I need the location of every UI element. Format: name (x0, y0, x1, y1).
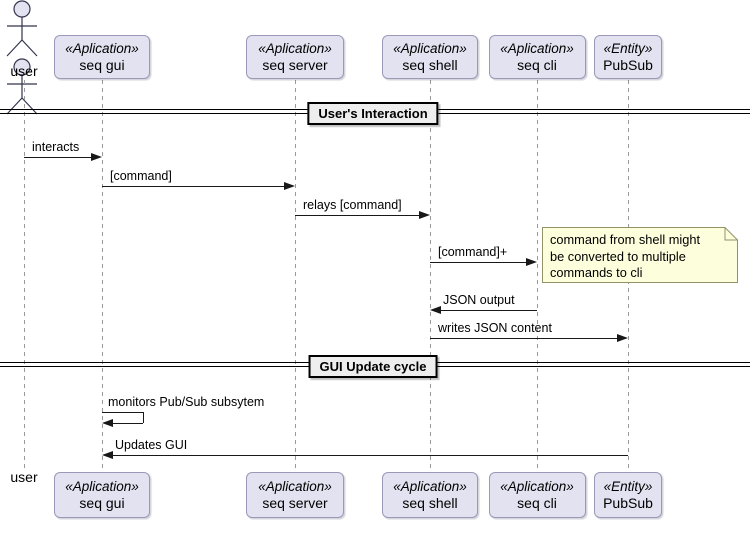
message-label: [command]+ (438, 245, 508, 259)
note-background (542, 227, 738, 283)
message-arrowhead (419, 211, 430, 219)
participant-name: PubSub (603, 57, 653, 73)
message-label: writes JSON content (438, 321, 552, 335)
message-arrowhead (284, 182, 295, 190)
participant-pubsub-top: «Entity»PubSub (594, 35, 662, 79)
message-arrowhead (430, 306, 441, 314)
actor-user-figure (0, 0, 44, 58)
message-label: [command] (110, 169, 172, 183)
lifeline-seq-server (295, 80, 296, 472)
participant-name: PubSub (603, 495, 653, 511)
participant-stereotype: «Entity» (603, 479, 653, 494)
participant-seq-shell-top: «Aplication»seq shell (382, 35, 478, 79)
participant-stereotype: «Entity» (603, 41, 653, 56)
message-monitors-pubsub-line (102, 412, 143, 414)
participant-name: seq gui (79, 57, 125, 73)
message-arrowhead (102, 419, 113, 427)
participant-name: seq cli (517, 495, 557, 511)
participant-name: seq server (262, 57, 328, 73)
message-updates-gui-line (112, 455, 628, 457)
message-label: Updates GUI (115, 438, 188, 452)
participant-pubsub-bottom: «Entity»PubSub (594, 472, 662, 518)
message-label: monitors Pub/Sub subsytem (108, 395, 265, 409)
actor-icon (6, 0, 38, 57)
message-monitors-pubsub-line (112, 423, 143, 425)
participant-name: seq cli (517, 57, 557, 73)
actor-user-label-top: user (10, 63, 38, 79)
participant-stereotype: «Aplication» (393, 479, 467, 494)
message-label: relays [command] (303, 198, 402, 212)
lifeline-seq-shell (430, 80, 431, 472)
note-fold-icon (724, 227, 738, 241)
message-json-output-line (440, 310, 537, 312)
participant-stereotype: «Aplication» (65, 41, 139, 56)
participant-seq-gui-bottom: «Aplication»seq gui (54, 472, 150, 518)
participant-name: seq shell (402, 495, 458, 511)
message-monitors-pubsub-line (143, 412, 145, 423)
message-arrowhead (102, 451, 113, 459)
actor-user-label-bottom: user (10, 469, 38, 485)
participant-seq-gui-top: «Aplication»seq gui (54, 35, 150, 79)
message-arrowhead (526, 258, 537, 266)
participant-stereotype: «Aplication» (65, 479, 139, 494)
message-writes-json-line (430, 338, 618, 340)
lifeline-user (24, 80, 25, 472)
participant-seq-cli-top: «Aplication»seq cli (488, 35, 586, 79)
lifeline-seq-gui (102, 80, 103, 472)
message-interacts-line (24, 157, 92, 159)
lifeline-seq-cli (537, 80, 538, 472)
participant-stereotype: «Aplication» (500, 41, 574, 56)
participant-seq-server-top: «Aplication»seq server (246, 35, 344, 79)
note-line: be converted to multiple (550, 248, 686, 264)
participant-name: seq shell (402, 57, 458, 73)
message-command-line (102, 186, 285, 188)
participant-stereotype: «Aplication» (258, 41, 332, 56)
message-arrowhead (617, 334, 628, 342)
participant-seq-cli-bottom: «Aplication»seq cli (488, 472, 586, 518)
participant-stereotype: «Aplication» (393, 41, 467, 56)
message-label: JSON output (443, 293, 515, 307)
message-command-plus-line (430, 262, 527, 264)
note-line: commands to cli (550, 265, 643, 280)
participant-seq-server-bottom: «Aplication»seq server (246, 472, 344, 518)
divider-label: GUI Update cycle (308, 355, 438, 378)
participant-name: seq server (262, 495, 328, 511)
message-relays-command-line (295, 215, 420, 217)
message-arrowhead (91, 153, 102, 161)
divider-label: User's Interaction (307, 102, 439, 125)
participant-name: seq gui (79, 495, 125, 511)
message-label: interacts (32, 140, 80, 154)
participant-seq-shell-bottom: «Aplication»seq shell (382, 472, 478, 518)
note-line: command from shell might (550, 232, 701, 247)
participant-stereotype: «Aplication» (258, 479, 332, 494)
participant-stereotype: «Aplication» (500, 479, 574, 494)
